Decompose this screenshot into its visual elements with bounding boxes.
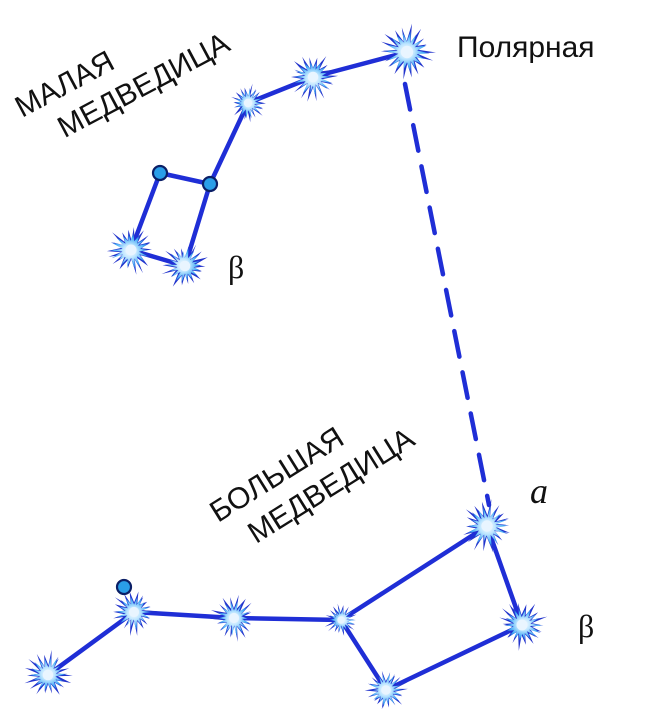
little-dipper-line [157,170,213,187]
star-core [307,71,319,83]
big-dipper-line [338,523,490,623]
constellation-lines [45,49,525,693]
little-dipper-line [128,170,163,253]
polaris-star [380,23,436,80]
little-dipper-line [182,181,213,269]
little-dipper-beta-label: β [228,249,244,285]
big-dipper-star [324,603,357,636]
little-dipper-beta-star [161,244,208,287]
alcor-dim-star [115,578,133,596]
little-dipper-star [106,227,152,275]
big-dipper-star [113,591,158,636]
big-dipper-beta-label: β [578,608,594,644]
star-core [337,616,345,624]
big-dipper-line [383,622,525,693]
big-dipper-label: БОЛЬШАЯ МЕДВЕДИЦА [204,421,420,550]
big-dipper-alpha-star [463,499,510,553]
star-core [228,612,240,624]
star-core [125,244,137,256]
constellation-stars [24,23,548,710]
star-core [400,45,414,59]
star-core [243,98,253,108]
star-core [179,260,191,272]
pointer-dashed-line [402,81,492,508]
big-dipper-beta-star [499,603,548,651]
big-dipper-star [24,649,73,695]
little-dipper-star [291,56,339,102]
big-dipper-star [209,594,252,642]
star-core [516,619,528,631]
little-dipper-star [231,83,266,123]
big-dipper-line [231,615,344,623]
star-core [128,606,140,618]
big-dipper-line [45,609,137,678]
big-dipper-line [484,523,525,628]
little-dipper-line [207,100,251,187]
little-dipper-line [310,49,410,80]
big-dipper-star [364,670,408,710]
star-core [42,669,54,681]
big-dipper-line [131,609,237,621]
big-dipper-alpha-label: a [530,471,548,511]
polaris-label: Полярная [457,31,595,64]
star-core [381,685,391,695]
little-dipper-dim-star [201,175,219,193]
little-dipper-label: МАЛАЯ МЕДВЕДИЦА [10,27,235,145]
star-core [481,520,493,532]
little-dipper-dim-star [151,164,169,182]
